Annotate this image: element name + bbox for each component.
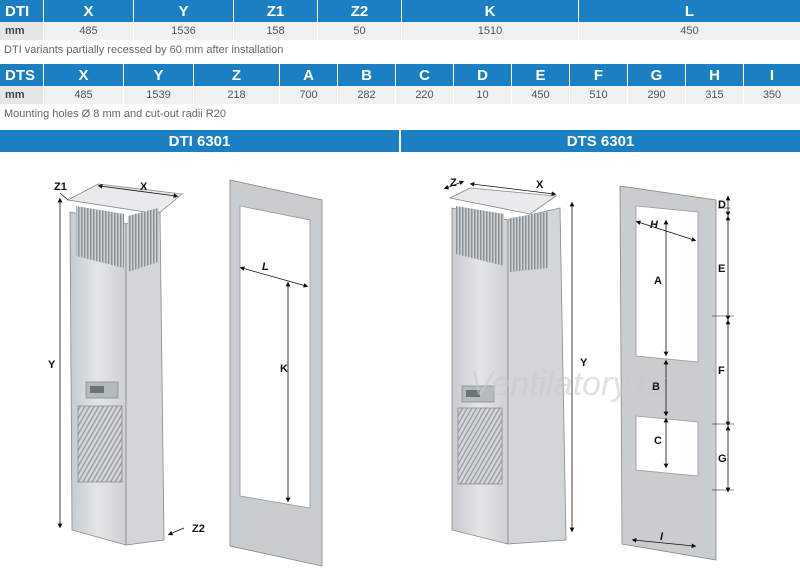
dts-value-cell: 10 [454, 86, 512, 104]
dti-value-cell: 1536 [134, 22, 234, 40]
dti-value-cell: 158 [234, 22, 318, 40]
dts-value-cell: 450 [512, 86, 570, 104]
dti-value-cell: mm [0, 22, 44, 40]
dti-dim-z1-label: Z1 [54, 181, 67, 193]
dti-cutout-template: L K [229, 179, 323, 567]
dti-header-cell: Z2 [318, 0, 402, 22]
dts-dim-c-label: C [654, 435, 662, 447]
dti-header-cell: X [44, 0, 134, 22]
dts-dim-x-label: X [536, 179, 544, 191]
dts-note: Mounting holes Ø 8 mm and cut-out radii … [4, 108, 226, 120]
dts-table-row: mm 485 1539 218 700 282 220 10 450 510 2… [0, 86, 800, 104]
dti-dim-z2-label: Z2 [192, 523, 205, 535]
dti-value-cell: 450 [680, 25, 699, 37]
dts-value-cell: 220 [396, 86, 454, 104]
dts-header-cell: B [338, 64, 396, 86]
dts-dim-d-label: D [718, 199, 726, 211]
dts-dim-b-label: B [652, 381, 660, 393]
dts-header-cell: X [44, 64, 124, 86]
dti-dim-k-label: K [280, 363, 288, 375]
dts-header-cell: G [628, 64, 686, 86]
dti-header-cell: Z1 [234, 0, 318, 22]
dts-value-cell: mm [0, 86, 44, 104]
dts-dim-a-label: A [654, 275, 662, 287]
dts-value-cell: 218 [194, 86, 280, 104]
dts-value-cell: 485 [44, 86, 124, 104]
dts-dim-y-label: Y [580, 357, 588, 369]
dts-header-cell: DTS [0, 64, 44, 86]
dts-dim-z-label: Z [450, 177, 457, 189]
dts-value-cell: 700 [280, 86, 338, 104]
watermark: Ventilatorу.ru [470, 365, 667, 403]
dts-dim-i-label: I [660, 531, 664, 543]
dti-dim-x-label: X [140, 181, 148, 193]
dti-table-row: mm 485 1536 158 50 1510 450 [0, 22, 800, 40]
dts-table-header: DTS X Y Z A B C D E F G H I [0, 64, 800, 86]
dts-value-cell: 290 [628, 86, 686, 104]
dti-header-cell: K [402, 0, 579, 22]
dts-value-cell: 282 [338, 86, 396, 104]
dti-table-header: DTI X Y Z1 Z2 K L [0, 0, 800, 22]
dts-value-cell: 315 [686, 86, 744, 104]
dts-section-title: DTS 6301 [401, 130, 800, 152]
dts-header-cell: E [512, 64, 570, 86]
dti-value-cell: 1510 [402, 22, 579, 40]
dti-value-cell: 50 [318, 22, 402, 40]
dti-note: DTI variants partially recessed by 60 mm… [4, 44, 284, 56]
dts-header-cell: D [454, 64, 512, 86]
dts-value-cell: 510 [570, 86, 628, 104]
dts-header-cell: C [396, 64, 454, 86]
dts-value-cell: 1539 [124, 86, 194, 104]
dti-header-cell: Y [134, 0, 234, 22]
dti-dim-l-label: L [262, 261, 269, 273]
dti-unit-drawing: Z1 X Y Z2 [48, 181, 205, 546]
dts-value-cell: 350 [762, 89, 782, 101]
dts-unit-drawing: Z X Y [443, 177, 588, 545]
dts-header-cell: Z [194, 64, 280, 86]
dts-dim-f-label: F [718, 365, 725, 377]
dts-dim-h-label: H [650, 219, 659, 231]
dts-header-cell: Y [124, 64, 194, 86]
dts-header-cell: H [686, 64, 744, 86]
dti-header-cell: L [684, 2, 695, 20]
dts-header-cell: I [769, 66, 775, 84]
dts-header-cell: A [280, 64, 338, 86]
dti-dim-y-label: Y [48, 359, 56, 371]
dti-section-title: DTI 6301 [0, 130, 399, 152]
dts-header-cell: F [570, 64, 628, 86]
dts-cutout-template: D H E A B F C G I [619, 185, 734, 561]
dti-header-cell: DTI [0, 0, 44, 22]
dti-value-cell: 485 [44, 22, 134, 40]
dts-dim-e-label: E [718, 263, 725, 275]
dts-dim-g-label: G [718, 453, 727, 465]
